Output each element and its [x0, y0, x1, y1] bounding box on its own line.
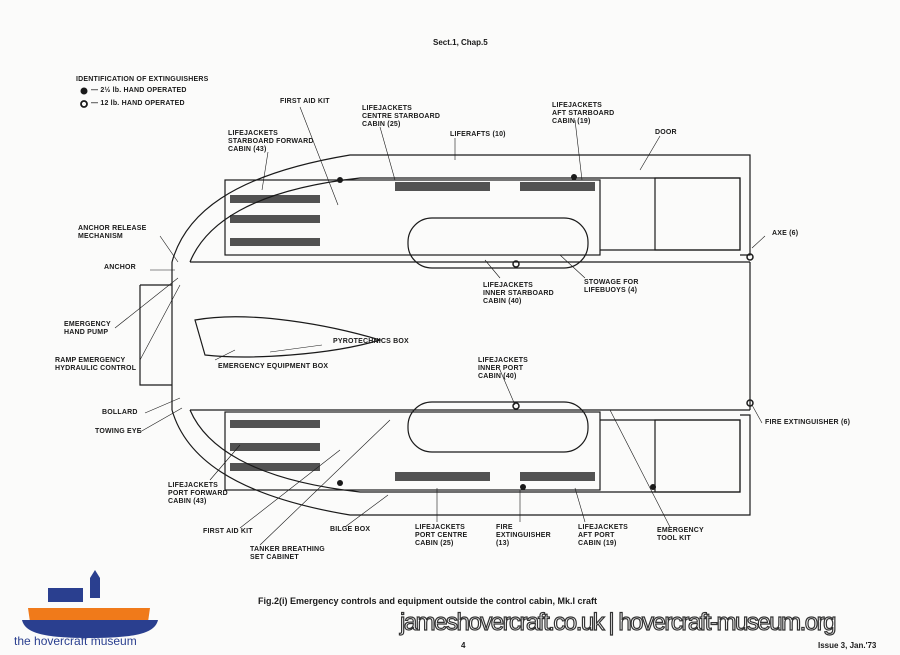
- label-bollard: BOLLARD: [102, 409, 138, 416]
- label-pyrotechnics-box: PYROTECHNICS BOX: [333, 338, 409, 345]
- starboard-hull-outline: [171, 154, 751, 263]
- label-first-aid-kit-starboard: FIRST AID KIT: [280, 98, 330, 105]
- inner-port-cabin: [407, 401, 589, 453]
- leader-lines: [114, 106, 766, 546]
- label-first-aid-kit-port: FIRST AID KIT: [203, 528, 253, 535]
- watermark: jameshovercraft.co.uk | hovercraft-museu…: [399, 608, 837, 636]
- vehicle-deck: [190, 261, 751, 411]
- deck-shape: [194, 316, 383, 358]
- label-anchor: ANCHOR: [104, 264, 136, 271]
- figure-caption: Fig.2(i) Emergency controls and equipmen…: [258, 596, 598, 606]
- label-door: DOOR: [655, 129, 677, 136]
- label-towing-eye: TOWING EYE: [95, 428, 142, 435]
- issue-date: Issue 3, Jan.'73: [818, 641, 877, 650]
- legend-item-label: — 12 lb. HAND OPERATED: [91, 100, 185, 107]
- port-hull-outline: [171, 409, 751, 516]
- legend-item-label: — 2½ lb. HAND OPERATED: [91, 87, 187, 94]
- bow-ramp: [139, 262, 173, 410]
- label-fire-extinguisher-6: FIRE EXTINGUISHER (6): [765, 419, 851, 426]
- legend-title: IDENTIFICATION OF EXTINGUISHERS: [76, 76, 209, 83]
- legend-ring-circle-icon: [80, 100, 88, 108]
- extinguisher-markers: [337, 174, 754, 490]
- hovercraft-museum-logo: [22, 570, 158, 638]
- page-number: 4: [461, 641, 466, 650]
- section-header: Sect.1, Chap.5: [433, 38, 488, 47]
- aft-port-engine-bay: [654, 419, 741, 493]
- label-liferafts: LIFERAFTS (10): [450, 131, 506, 138]
- starboard-cabin-block: [224, 179, 601, 256]
- seat-rows: [230, 182, 595, 481]
- label-axe: AXE (6): [772, 230, 799, 237]
- aft-starboard-engine-bay: [654, 177, 741, 251]
- label-bilge-box: BILGE BOX: [330, 526, 371, 533]
- logo-text: the hovercraft museum: [14, 634, 137, 648]
- legend-filled-circle-icon: [80, 87, 88, 95]
- inner-starboard-cabin: [407, 217, 589, 269]
- label-emergency-equipment-box: EMERGENCY EQUIPMENT BOX: [218, 363, 329, 370]
